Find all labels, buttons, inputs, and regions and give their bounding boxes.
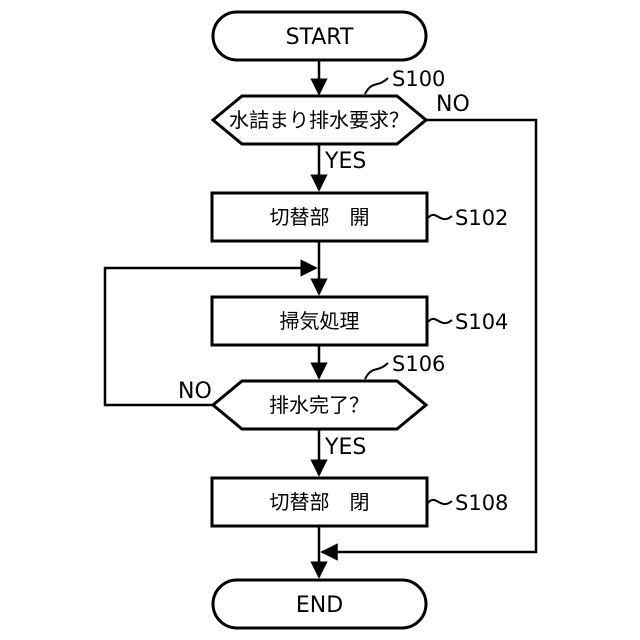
s108-ref: S108 <box>455 491 508 515</box>
s100-yes-label: YES <box>324 149 366 174</box>
s106-no-label: NO <box>178 379 212 404</box>
decision-s100: 水詰まり排水要求？ <box>213 96 426 144</box>
s106-ref: S106 <box>392 352 445 376</box>
decision-s106: 排水完了？ <box>213 381 426 429</box>
decision-s106-text: 排水完了？ <box>269 393 369 417</box>
s102-leader <box>428 215 452 219</box>
end-label: END <box>296 593 343 618</box>
s100-no-label: NO <box>436 92 470 117</box>
process-s104: 掃気処理 <box>212 297 427 345</box>
s106-yes-label: YES <box>324 435 366 460</box>
s108-leader <box>428 500 452 504</box>
process-s104-text: 掃気処理 <box>280 309 360 333</box>
process-s102-text: 切替部 開 <box>270 205 370 229</box>
end-terminator: END <box>213 580 426 628</box>
decision-s100-text: 水詰まり排水要求？ <box>229 108 409 132</box>
process-s108: 切替部 閉 <box>212 478 427 526</box>
s100-leader <box>365 78 388 94</box>
start-label: START <box>286 25 354 50</box>
process-s102: 切替部 開 <box>212 193 427 241</box>
s102-ref: S102 <box>455 206 508 230</box>
s104-ref: S104 <box>455 310 508 334</box>
process-s108-text: 切替部 閉 <box>270 490 370 514</box>
s106-leader <box>365 363 388 379</box>
s104-leader <box>428 319 452 323</box>
start-terminator: START <box>213 12 426 60</box>
s100-ref: S100 <box>392 67 445 91</box>
